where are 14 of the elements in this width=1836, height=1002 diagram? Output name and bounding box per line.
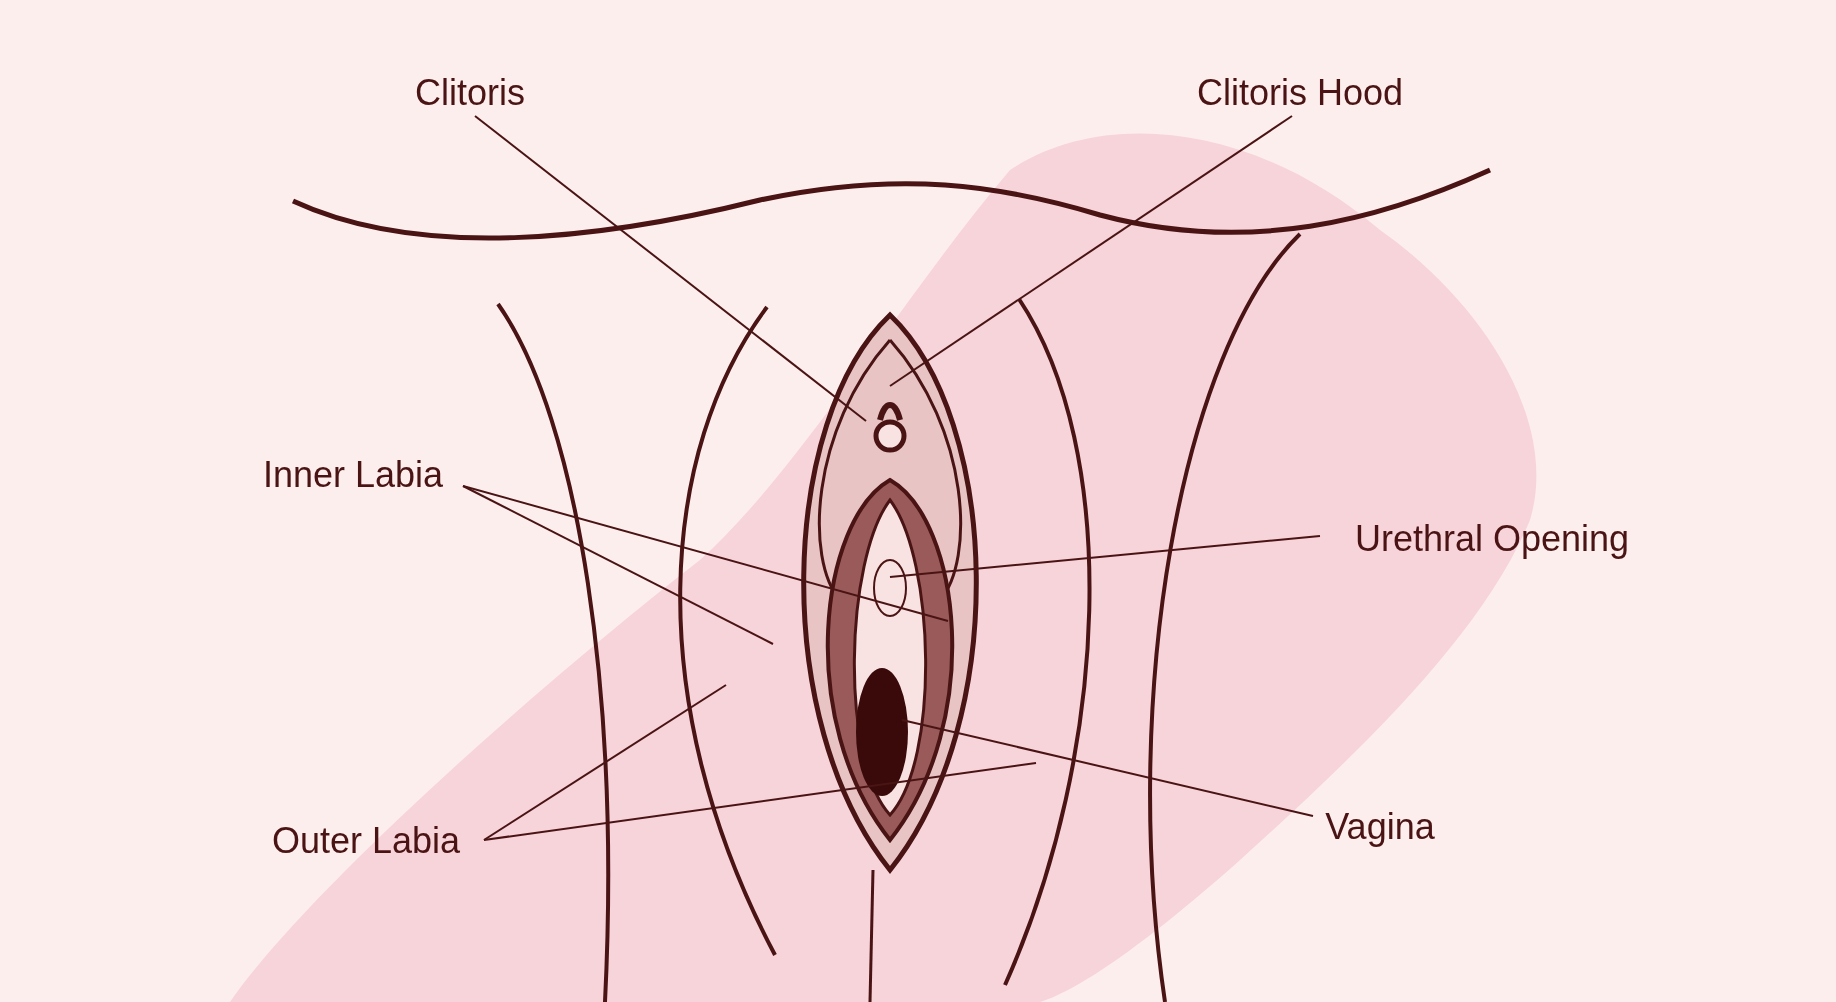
leader-line <box>889 535 1321 578</box>
leader-line <box>901 719 1314 817</box>
part-label: Urethral Opening <box>1354 521 1630 557</box>
part-label: Clitoris Hood <box>1196 75 1404 111</box>
part-label: Inner Labia <box>262 457 444 493</box>
leader-line <box>462 485 774 645</box>
leader-line <box>483 762 1037 841</box>
leader-line <box>474 115 867 422</box>
leader-line <box>889 115 1293 387</box>
leader-line <box>462 485 949 622</box>
part-label: Outer Labia <box>271 823 461 859</box>
part-label: Clitoris <box>415 75 525 111</box>
part-label: Vagina <box>1325 809 1435 845</box>
leader-line <box>483 684 727 841</box>
